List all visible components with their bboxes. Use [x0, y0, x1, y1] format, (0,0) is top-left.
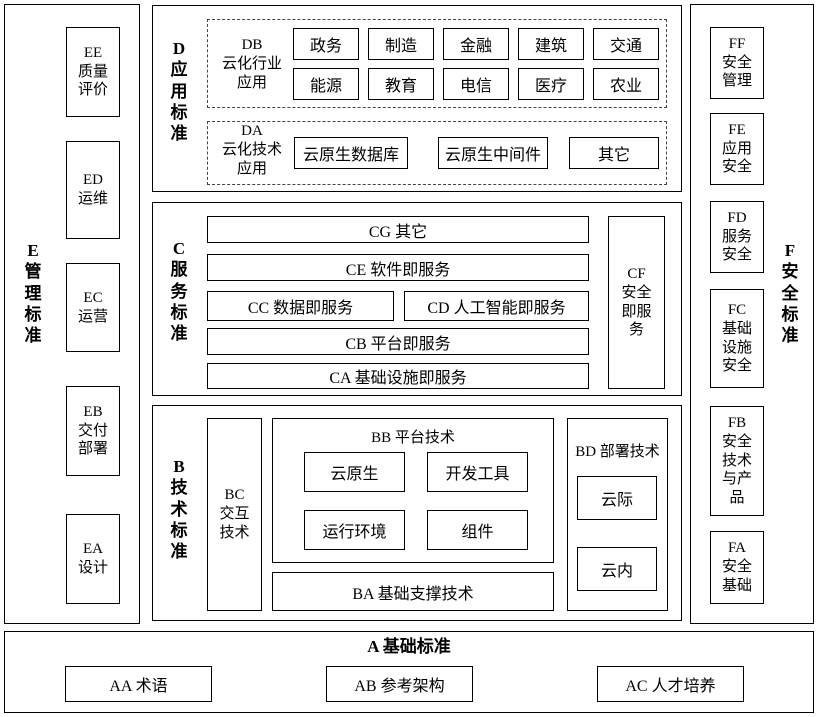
section-e-label: E 管 理 标 准	[24, 241, 42, 345]
db-item-jiaotong: 交通	[593, 28, 659, 60]
box-fb: FB 安全 技术 与产 品	[710, 406, 764, 516]
da-item-other: 其它	[569, 137, 659, 169]
da-item-cloud-native-db: 云原生数据库	[294, 137, 408, 169]
box-cd: CD 人工智能即服务	[404, 291, 589, 321]
db-item-zhizao: 制造	[368, 28, 434, 60]
box-ea: EA 设计	[66, 514, 120, 604]
section-a-label: A 基础标准	[367, 637, 451, 656]
box-eb: EB 交付 部署	[66, 386, 120, 476]
section-f-label: F 安 全 标 准	[781, 241, 799, 345]
group-da-technology	[207, 121, 667, 185]
box-ff: FF 安全 管理	[710, 27, 764, 99]
db-item-jinrong: 金融	[443, 28, 509, 60]
da-item-cloud-native-middleware: 云原生中间件	[438, 137, 548, 169]
box-fe: FE 应用 安全	[710, 113, 764, 185]
bb-item-cloud-native: 云原生	[304, 452, 405, 492]
db-item-zhengwu: 政务	[293, 28, 359, 60]
db-item-nengyuan: 能源	[293, 68, 359, 100]
bb-item-component: 组件	[427, 510, 528, 550]
db-item-dianxin: 电信	[443, 68, 509, 100]
db-item-jianzhu: 建筑	[518, 28, 584, 60]
db-item-yiliao: 医疗	[518, 68, 584, 100]
bd-label: BD 部署技术	[575, 444, 660, 460]
box-ee: EE 质量 评价	[66, 27, 120, 117]
box-ab: AB 参考架构	[326, 666, 473, 702]
bd-item-inter-cloud: 云际	[577, 476, 657, 520]
section-b-label: B 技 术 标 准	[170, 457, 188, 561]
box-fc: FC 基础 设施 安全	[710, 289, 764, 388]
bb-item-dev-tools: 开发工具	[427, 452, 528, 492]
db-label: DB 云化行业 应用	[221, 37, 282, 91]
bb-item-runtime: 运行环境	[304, 510, 405, 550]
box-ca: CA 基础设施即服务	[207, 363, 589, 389]
box-ce: CE 软件即服务	[207, 254, 589, 281]
box-ba: BA 基础支撑技术	[272, 572, 554, 611]
box-cf: CF 安全 即服 务	[608, 216, 665, 389]
section-c-label: C 服 务 标 准	[170, 239, 188, 343]
db-item-jiaoyu: 教育	[368, 68, 434, 100]
da-label: DA 云化技术 应用	[221, 123, 282, 177]
box-fa: FA 安全 基础	[710, 531, 764, 604]
box-aa: AA 术语	[65, 666, 212, 702]
box-cb: CB 平台即服务	[207, 328, 589, 355]
box-bc: BC 交互 技术	[207, 418, 262, 611]
bb-label: BB 平台技术	[371, 430, 455, 446]
box-fd: FD 服务 安全	[710, 201, 764, 273]
db-item-nongye: 农业	[593, 68, 659, 100]
bd-item-intra-cloud: 云内	[577, 547, 657, 591]
box-cg: CG 其它	[207, 216, 589, 243]
box-cc: CC 数据即服务	[207, 291, 394, 321]
box-ec: EC 运营	[66, 263, 120, 352]
box-ed: ED 运维	[66, 141, 120, 239]
box-ac: AC 人才培养	[597, 666, 744, 702]
group-db-industry	[207, 19, 667, 108]
section-d-label: D 应 用 标 准	[170, 39, 188, 143]
